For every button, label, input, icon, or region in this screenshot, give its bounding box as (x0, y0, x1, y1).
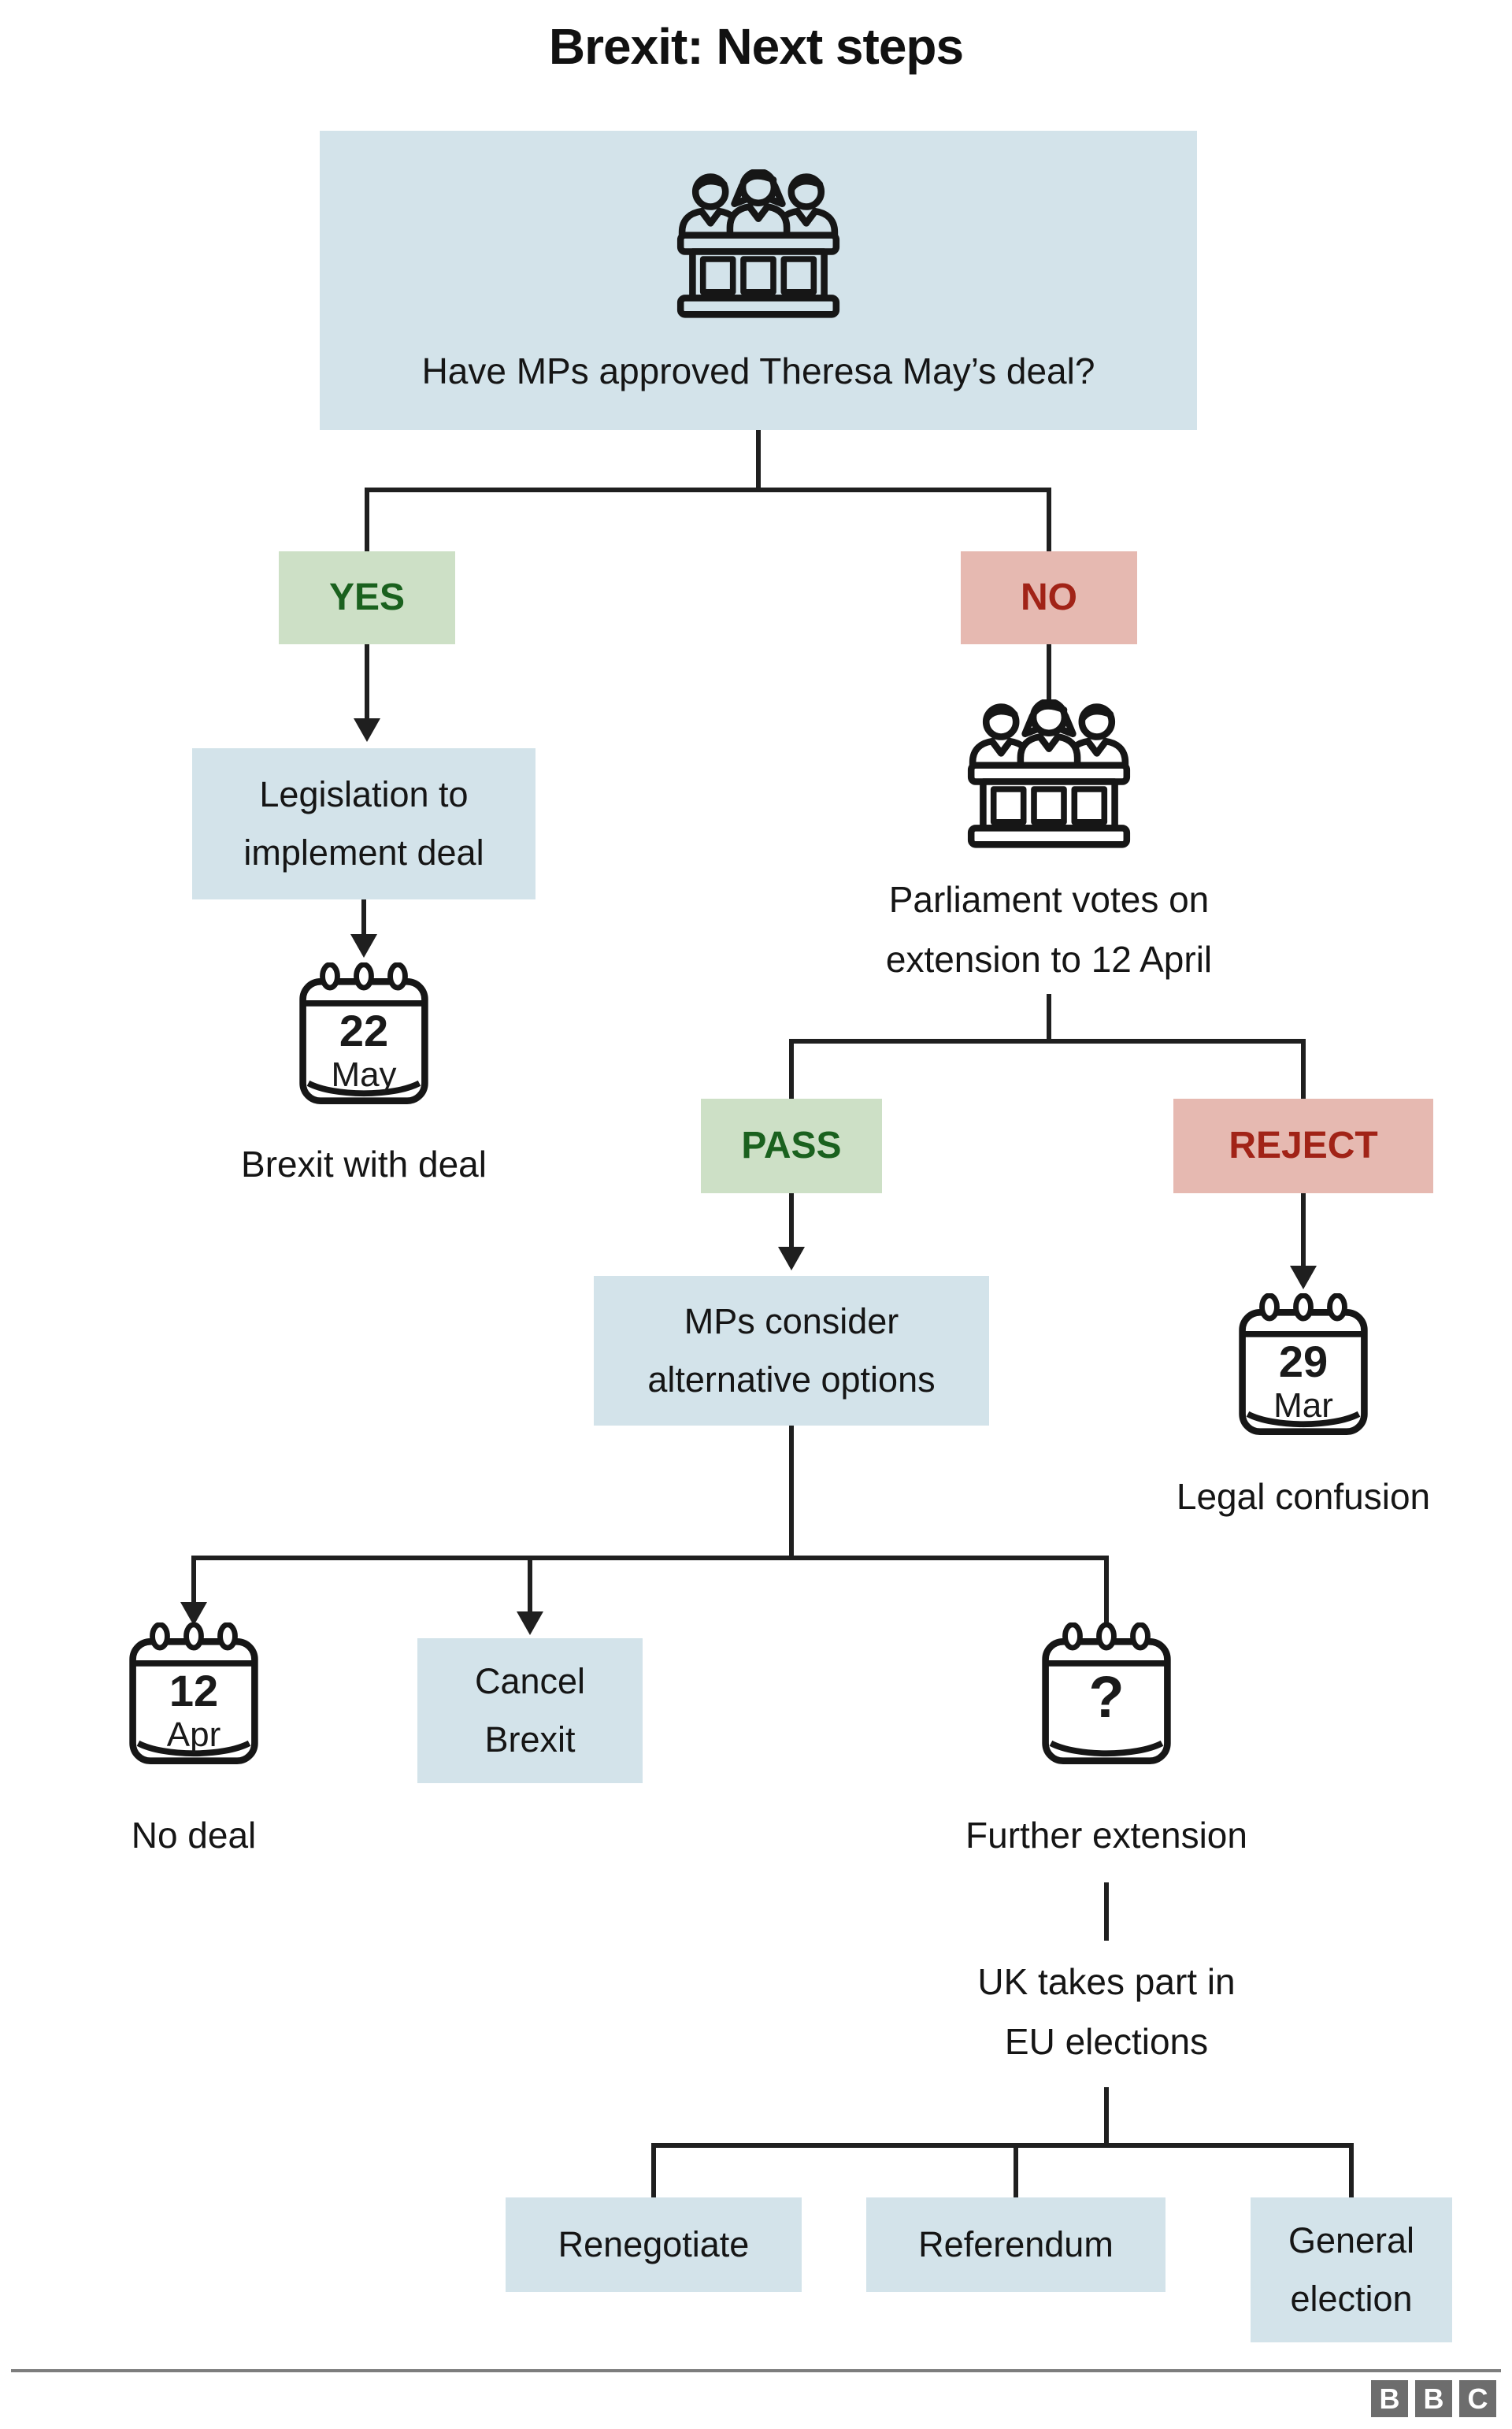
connector-drop-pass (789, 1039, 794, 1099)
bbc-letter-c: C (1467, 2382, 1488, 2415)
connector-bar-outcomes (651, 2143, 1354, 2148)
pass-box: PASS (701, 1099, 882, 1193)
bbc-logo-square-c: C (1459, 2380, 1496, 2417)
connector-no-parliament (1047, 644, 1051, 699)
connector-drop-referendum (1014, 2143, 1018, 2197)
yes-box: YES (279, 551, 455, 644)
reject-label: REJECT (1228, 1125, 1378, 1166)
bbc-logo: B B C (1371, 2380, 1496, 2417)
parliament-votes-line2: extension to 12 April (885, 939, 1213, 980)
connector-stem-question (756, 430, 761, 492)
uk-eu-elections-line1: UK takes part in (977, 1961, 1236, 2002)
connector-drop-reject (1301, 1039, 1306, 1099)
calendar-day-12: 12 (169, 1666, 219, 1715)
arrowhead-no-deal (180, 1602, 207, 1626)
bbc-logo-square-b1: B (1371, 2380, 1408, 2417)
renegotiate-box: Renegotiate (506, 2197, 802, 2292)
page-title: Brexit: Next steps (548, 18, 964, 75)
referendum-box: Referendum (866, 2197, 1166, 2292)
legal-confusion-label: Legal confusion (1176, 1476, 1431, 1517)
arrowhead-yes-legislation (354, 718, 380, 742)
connector-stem-elections (1104, 2087, 1109, 2148)
arrowhead-reject-calendar (1290, 1266, 1317, 1289)
calendar-icon-12-apr: 12 Apr (126, 1622, 261, 1780)
cancel-brexit-line1: Cancel (474, 1661, 586, 1701)
connector-extension-elections (1104, 1882, 1109, 1941)
no-deal-label: No deal (131, 1815, 257, 1856)
arrow-line-pass-mps (789, 1193, 794, 1250)
arrow-line-legislation-calendar (361, 899, 366, 937)
brexit-with-deal-label: Brexit with deal (241, 1144, 487, 1185)
connector-further-extension (1104, 1556, 1109, 1624)
connector-stem-extension-vote (1047, 994, 1051, 1044)
arrowhead-legislation-calendar (350, 934, 377, 958)
pass-label: PASS (741, 1125, 842, 1166)
calendar-icon-question: ? (1039, 1622, 1174, 1780)
no-label: NO (1021, 577, 1077, 618)
connector-drop-no (1047, 488, 1051, 551)
calendar-day-22: 22 (339, 1006, 389, 1055)
uk-eu-elections-line2: EU elections (1004, 2021, 1209, 2062)
legislation-line1: Legislation to (259, 774, 469, 814)
bbc-letter-b1: B (1379, 2382, 1400, 2415)
connector-bar-yes-no (365, 488, 1051, 492)
arrowhead-cancel-brexit (517, 1611, 543, 1635)
parliament-icon (676, 169, 841, 319)
parliament-icon-2 (966, 699, 1132, 849)
footer-divider (11, 2369, 1501, 2372)
question-text: Have MPs approved Theresa May’s deal? (421, 350, 1095, 391)
general-election-line2: election (1290, 2279, 1413, 2319)
calendar-day-29: 29 (1278, 1337, 1329, 1386)
parliament-votes-label: Parliament votes on extension to 12 Apri… (886, 870, 1212, 989)
cancel-brexit-box: Cancel Brexit (417, 1638, 643, 1783)
calendar-month-may: May (331, 1055, 397, 1094)
question-box: Have MPs approved Theresa May’s deal? (320, 131, 1197, 430)
calendar-month-mar: Mar (1273, 1386, 1333, 1425)
arrow-line-yes-legislation (365, 644, 369, 721)
no-box: NO (961, 551, 1137, 644)
calendar-day-unknown: ? (1088, 1664, 1125, 1730)
further-extension-label: Further extension (965, 1815, 1247, 1856)
connector-bar-options (191, 1556, 1109, 1560)
connector-bar-pass-reject (789, 1039, 1306, 1044)
reject-box: REJECT (1173, 1099, 1433, 1193)
legislation-line2: implement deal (243, 833, 484, 873)
arrowhead-pass-mps (778, 1247, 805, 1270)
connector-drop-general-election (1349, 2143, 1354, 2197)
general-election-line1: General (1288, 2220, 1415, 2260)
arrow-line-no-deal (191, 1556, 196, 1605)
connector-drop-renegotiate (651, 2143, 656, 2197)
general-election-box: General election (1251, 2197, 1452, 2342)
calendar-month-apr: Apr (166, 1715, 221, 1754)
cancel-brexit-line2: Brexit (484, 1719, 576, 1760)
connector-stem-mps (789, 1426, 794, 1560)
arrow-line-reject-calendar (1301, 1193, 1306, 1269)
mps-consider-line1: MPs consider (684, 1301, 899, 1341)
connector-drop-yes (365, 488, 369, 551)
calendar-icon-22-may: 22 May (296, 962, 432, 1120)
renegotiate-label: Renegotiate (558, 2224, 750, 2264)
parliament-votes-line1: Parliament votes on (888, 879, 1210, 920)
uk-eu-elections-label: UK takes part in EU elections (977, 1952, 1235, 2071)
referendum-label: Referendum (918, 2224, 1114, 2264)
legislation-box: Legislation to implement deal (192, 748, 536, 899)
bbc-logo-square-b2: B (1415, 2380, 1452, 2417)
mps-consider-box: MPs consider alternative options (594, 1276, 989, 1426)
mps-consider-line2: alternative options (647, 1359, 936, 1400)
calendar-icon-29-mar: 29 Mar (1236, 1293, 1371, 1451)
yes-label: YES (328, 577, 406, 618)
arrow-line-cancel-brexit (528, 1556, 532, 1615)
bbc-letter-b2: B (1423, 2382, 1444, 2415)
